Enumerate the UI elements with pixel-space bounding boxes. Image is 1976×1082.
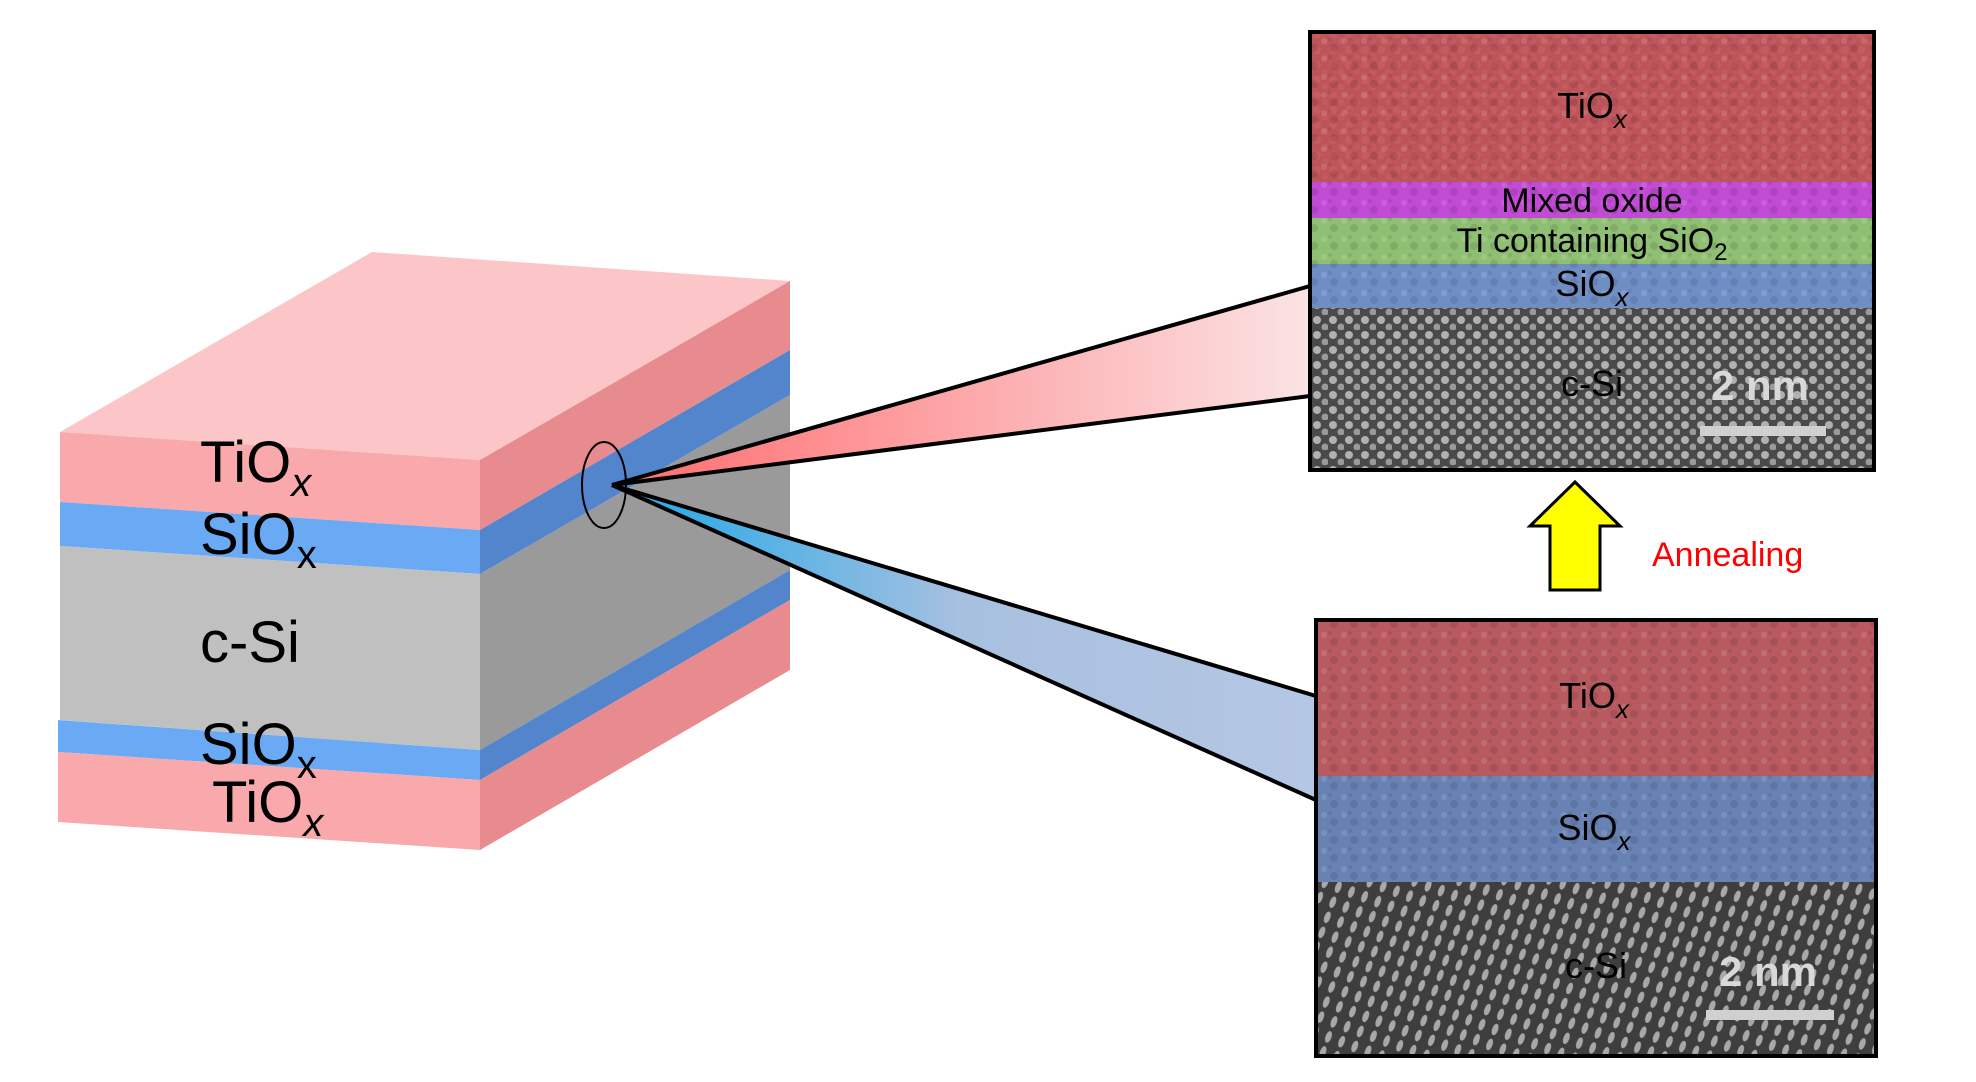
siox-top-front [60, 502, 480, 574]
tem-bottom-layer-csi [1316, 882, 1876, 1056]
beam-bottom-edge-1 [611, 483, 1317, 698]
tem-bottom-scale-text: 2 nm [1719, 948, 1817, 995]
tem-bottom-label-csi: c-Si [1565, 945, 1627, 986]
tem-bottom-label-siox: SiOx [1557, 807, 1631, 856]
csi-front [60, 546, 480, 750]
stack-label-siox-bottom: SiOx [200, 712, 317, 787]
tiox-bottom-front [58, 752, 480, 850]
tem-top-label-tiox: TiOx [1557, 85, 1628, 134]
beam-top-edge-1 [611, 284, 1311, 487]
siox-bottom-front [58, 720, 480, 780]
stack-label-siox-top: SiOx [200, 502, 317, 577]
annealing-label: Annealing [1652, 536, 1803, 574]
stack-label-csi: c-Si [200, 610, 300, 675]
tem-bottom-label-tiox: TiOx [1559, 675, 1630, 724]
siox-bottom-side [480, 570, 790, 780]
tiox-top-side [480, 281, 790, 530]
tem-top-layer-csi [1310, 308, 1874, 470]
tem-top-label-csi: c-Si [1561, 363, 1623, 404]
stack-label-tiox-bottom: TiOx [212, 770, 325, 845]
tem-top-label-mixed: Mixed oxide [1501, 182, 1682, 220]
tem-panel-top: TiOx Mixed oxide Ti containing SiO2 SiOx… [1308, 30, 1876, 472]
stack-top-face [60, 252, 790, 460]
tiox-top-front [60, 432, 480, 530]
tem-top-scale-text: 2 nm [1711, 362, 1809, 409]
beam-top-edge-2 [611, 394, 1311, 487]
tem-top-label-ti-sio2: Ti containing SiO2 [1457, 222, 1728, 266]
tem-panel-bottom: TiOx SiOx c-Si 2 nm [1314, 618, 1878, 1058]
beam-bottom-edge-2 [611, 483, 1317, 802]
annealing-indicator: Annealing [1526, 479, 1803, 592]
annealing-arrow [1526, 479, 1624, 592]
tem-top-label-siox: SiOx [1555, 263, 1629, 312]
tem-top-scale-bar [1700, 426, 1826, 436]
siox-top-side [480, 350, 790, 574]
tem-bottom-scale-bar [1706, 1010, 1834, 1020]
csi-side [480, 395, 790, 750]
tiox-bottom-side [480, 600, 790, 850]
stack-label-tiox-top: TiOx [200, 430, 313, 505]
layer-stack: TiOx SiOx c-Si SiOx TiOx [58, 252, 790, 850]
